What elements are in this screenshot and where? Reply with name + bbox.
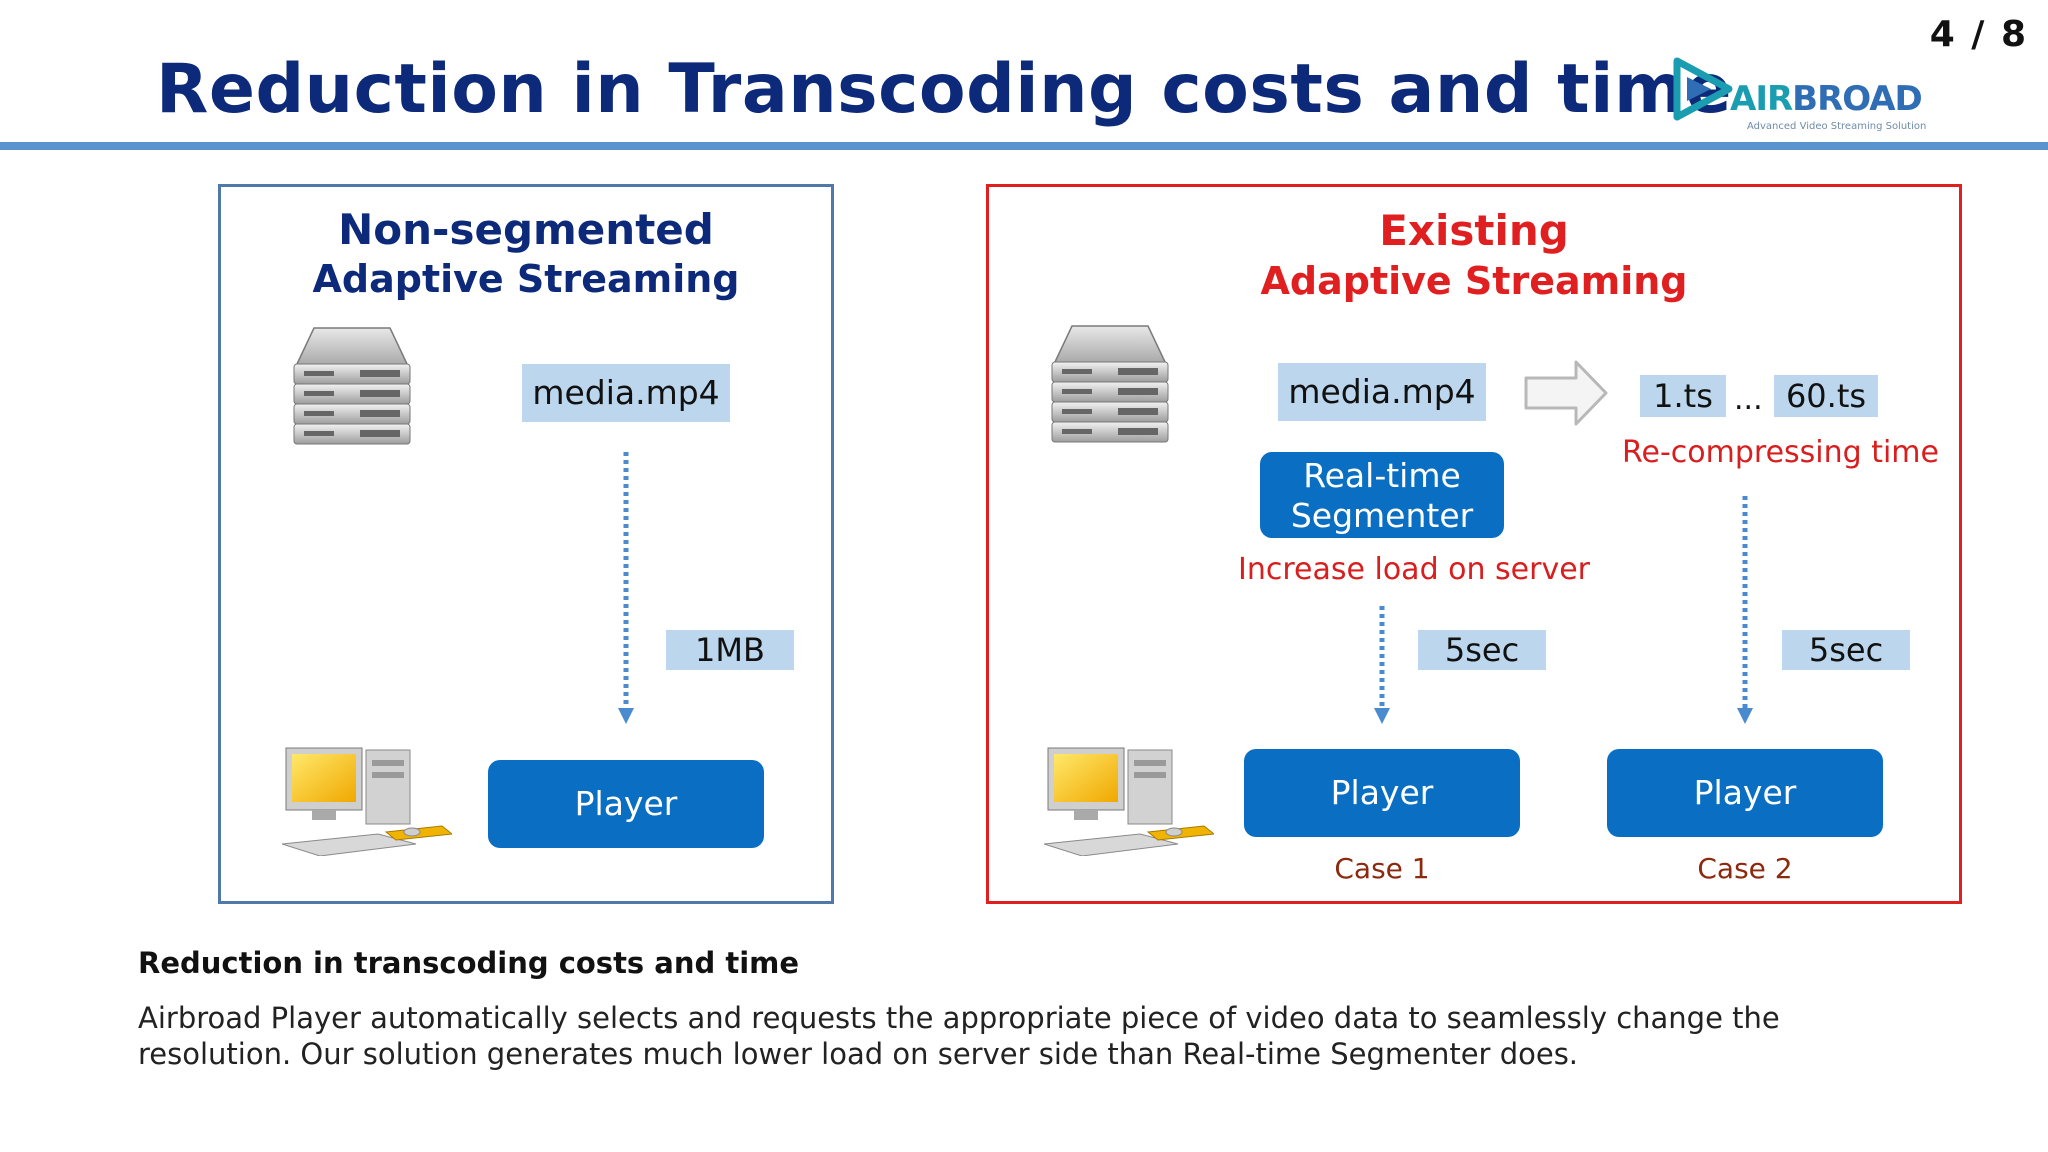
slide-title: Reduction in Transcoding costs and time — [156, 50, 1732, 129]
airbroad-logo: AIRBROAD Advanced Video Streaming Soluti… — [1665, 55, 1927, 135]
left-media-file-chip: media.mp4 — [522, 364, 730, 422]
segmenter-line2: Segmenter — [1290, 496, 1474, 535]
case1-download-arrow — [1374, 606, 1390, 724]
server-icon — [293, 327, 411, 445]
left-download-arrow — [618, 452, 634, 724]
case2-download-arrow — [1737, 496, 1753, 724]
server-icon — [1051, 325, 1169, 443]
segment-last-chip: 60.ts — [1774, 375, 1878, 417]
left-title-line2: Adaptive Streaming — [312, 257, 740, 301]
server-load-note: Increase load on server — [1238, 552, 1591, 587]
case2-player-button: Player — [1607, 749, 1883, 837]
case1-label: Case 1 — [1334, 852, 1430, 885]
right-title-line1: Existing — [1379, 206, 1569, 255]
right-media-file-chip: media.mp4 — [1278, 363, 1486, 421]
realtime-segmenter-box: Real-time Segmenter — [1260, 452, 1504, 538]
recompress-note: Re-compressing time — [1622, 435, 1939, 470]
case2-duration-chip: 5sec — [1782, 630, 1910, 670]
right-panel-title: Existing Adaptive Streaming — [986, 204, 1962, 304]
case1-duration-chip: 5sec — [1418, 630, 1546, 670]
case1-player-button: Player — [1244, 749, 1520, 837]
case2-label: Case 2 — [1697, 852, 1793, 885]
logo-wordmark: AIRBROAD — [1730, 79, 1923, 119]
left-size-chip: 1MB — [666, 630, 794, 670]
segment-ellipsis: ... — [1734, 382, 1763, 417]
left-player-button: Player — [488, 760, 764, 848]
logo-tagline: Advanced Video Streaming Solution — [1747, 121, 1927, 132]
non-segmented-panel — [218, 184, 834, 904]
segment-first-chip: 1.ts — [1640, 375, 1726, 417]
desktop-computer-icon — [282, 747, 452, 856]
right-title-line2: Adaptive Streaming — [1260, 259, 1688, 303]
description-body: Airbroad Player automatically selects an… — [138, 1001, 1780, 1071]
left-panel-title: Non-segmented Adaptive Streaming — [218, 204, 834, 302]
desktop-computer-icon — [1044, 747, 1214, 856]
description-heading: Reduction in transcoding costs and time — [138, 946, 800, 980]
existing-streaming-panel — [986, 184, 1962, 904]
play-logo-icon — [1673, 57, 1733, 121]
segmenter-line1: Real-time — [1303, 456, 1461, 495]
right-arrow-icon — [1524, 360, 1608, 426]
left-title-line1: Non-segmented — [338, 205, 714, 254]
page-number: 4 / 8 — [1929, 14, 2028, 55]
title-divider — [0, 142, 2048, 150]
